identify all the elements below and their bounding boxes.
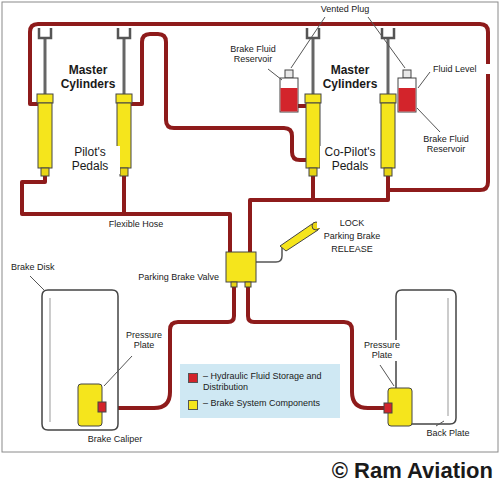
reservoir-body — [280, 78, 298, 112]
pedal-rod — [44, 38, 47, 96]
parking-brake-valve — [226, 252, 256, 282]
leader-line — [417, 108, 440, 132]
legend-entry: – Hydraulic Fluid Storage and Distributi… — [188, 371, 332, 393]
cylinder-collar — [305, 94, 321, 103]
pedal-rod — [123, 38, 126, 96]
legend-text: – Brake System Components — [203, 398, 320, 409]
disk-edge — [448, 298, 449, 416]
reservoir-fluid — [281, 88, 298, 112]
leader-line — [104, 356, 132, 386]
group-label: Co-Pilot's Pedals — [320, 146, 380, 174]
part-label: Brake Disk — [10, 262, 70, 272]
part-label: Fluid Level — [432, 64, 492, 74]
leader-line — [30, 276, 45, 291]
part-label: Brake Caliper — [70, 434, 160, 444]
reservoir-fluid — [399, 88, 416, 112]
cylinder-body — [306, 103, 320, 168]
cylinder-collar — [37, 94, 53, 103]
rod-fork — [382, 28, 394, 38]
hydraulic-line — [250, 176, 388, 252]
part-label: Back Plate — [418, 428, 478, 438]
legend-swatch — [188, 400, 198, 410]
hydraulic-line — [30, 24, 488, 190]
group-label: Pilot's Pedals — [60, 146, 120, 174]
brake-disk — [42, 290, 118, 430]
group-label: Master Cylinders — [320, 64, 380, 92]
part-label: Parking Brake Valve — [116, 272, 220, 282]
valve-fitting — [245, 282, 251, 287]
master-cylinder — [37, 28, 53, 176]
vented-plug — [403, 70, 411, 78]
part-label: Flexible Hose — [96, 219, 176, 229]
caliper-fitting — [98, 402, 106, 412]
hydraulic-line — [311, 176, 315, 200]
cylinder-collar — [380, 94, 396, 103]
rod-fork — [39, 28, 51, 38]
valve-fitting — [231, 282, 237, 287]
fluid-reservoir — [280, 70, 298, 112]
master-cylinder — [380, 28, 396, 176]
legend-entry: – Brake System Components — [188, 398, 332, 410]
flexible-hose — [22, 176, 230, 252]
leader-line — [268, 69, 282, 80]
fluid-reservoir — [398, 70, 416, 112]
part-label: Parking Brake — [317, 231, 387, 241]
cylinder-fitting — [384, 168, 392, 176]
part-label: Pressure Plate — [360, 340, 404, 361]
part-label: Pressure Plate — [122, 330, 166, 351]
vented-plug — [285, 70, 293, 78]
hydraulic-line — [298, 104, 306, 108]
copyright-watermark: © Ram Aviation — [290, 458, 494, 483]
legend-swatch — [188, 373, 198, 383]
cylinder-fitting — [309, 168, 317, 176]
part-label: Brake Fluid Reservoir — [222, 44, 284, 65]
rod-fork — [118, 28, 130, 38]
leader-line — [368, 17, 405, 68]
cylinder-body — [38, 103, 52, 168]
leader-line — [418, 72, 430, 88]
group-label: Master Cylinders — [58, 64, 118, 92]
cylinder-body — [381, 103, 395, 168]
legend-text: – Hydraulic Fluid Storage and Distributi… — [203, 371, 332, 393]
legend-box: – Hydraulic Fluid Storage and Distributi… — [180, 364, 340, 418]
frame — [2, 2, 498, 452]
caliper-fitting — [384, 403, 392, 413]
part-label: Vented Plug — [310, 4, 380, 14]
leader-line — [436, 421, 444, 426]
leader-line — [291, 17, 325, 68]
master-cylinder — [305, 28, 321, 176]
lever-position: RELEASE — [317, 244, 387, 254]
lever-position: LOCK — [317, 218, 387, 228]
pedal-rod — [312, 38, 315, 96]
reservoir-body — [398, 78, 416, 112]
cylinder-fitting — [41, 168, 49, 176]
cylinder-fitting — [120, 168, 128, 176]
leader-lines — [30, 17, 444, 426]
hydraulic-line — [122, 176, 126, 214]
lever-cable — [256, 246, 282, 262]
disk-edge — [50, 298, 51, 422]
part-label: Brake Fluid Reservoir — [418, 134, 474, 155]
leader-line — [380, 365, 394, 386]
hydraulic-line — [131, 34, 306, 160]
cylinder-collar — [116, 94, 132, 103]
